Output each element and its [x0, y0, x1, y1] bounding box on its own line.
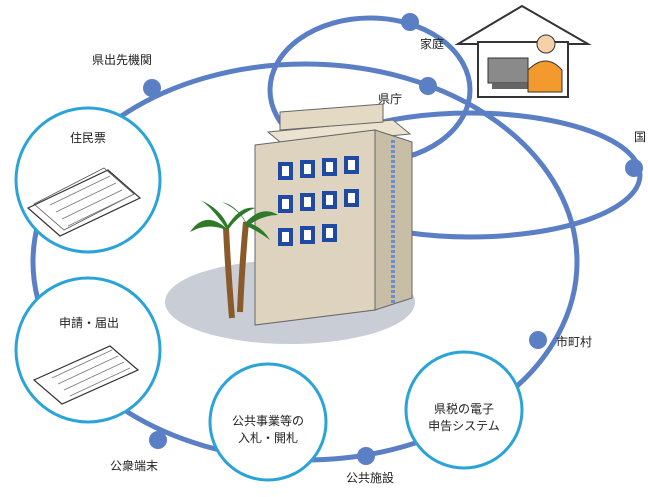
circle-juminhyo — [14, 106, 162, 254]
label-koukyou-shisetsu: 公共施設 — [346, 471, 395, 485]
label-kenshutsusaki: 県出先機関 — [92, 53, 153, 67]
label-koushuu-tanmatsu: 公衆端末 — [110, 459, 159, 473]
palm-trees — [190, 200, 278, 319]
label-kenzei-line2: 申告システム — [428, 419, 500, 433]
label-kencho: 県庁 — [378, 92, 403, 106]
node-katei — [401, 13, 419, 31]
node-shichoson — [529, 331, 547, 349]
home-illustration — [454, 4, 592, 98]
circle-kenzei — [404, 350, 524, 470]
node-kencho — [419, 77, 437, 95]
label-nyusatsu-line2: 入札・開札 — [237, 431, 298, 445]
government-building — [254, 103, 413, 326]
node-kuni — [625, 159, 643, 177]
circle-nyusatsu — [208, 362, 328, 482]
label-shinsei: 申請・届出 — [58, 316, 119, 330]
label-kuni: 国 — [634, 130, 647, 144]
node-koukyou-shisetsu — [357, 447, 375, 465]
node-kenshutsusaki — [143, 79, 161, 97]
node-koushuu-tanmatsu — [149, 431, 167, 449]
label-nyusatsu-line1: 公共事業等の — [231, 414, 304, 428]
circle-shinsei — [14, 276, 162, 424]
label-juminhyo: 住民票 — [69, 131, 106, 145]
label-shichoson: 市町村 — [556, 335, 593, 349]
label-kenzei-line1: 県税の電子 — [433, 402, 494, 416]
label-katei: 家庭 — [420, 37, 445, 51]
